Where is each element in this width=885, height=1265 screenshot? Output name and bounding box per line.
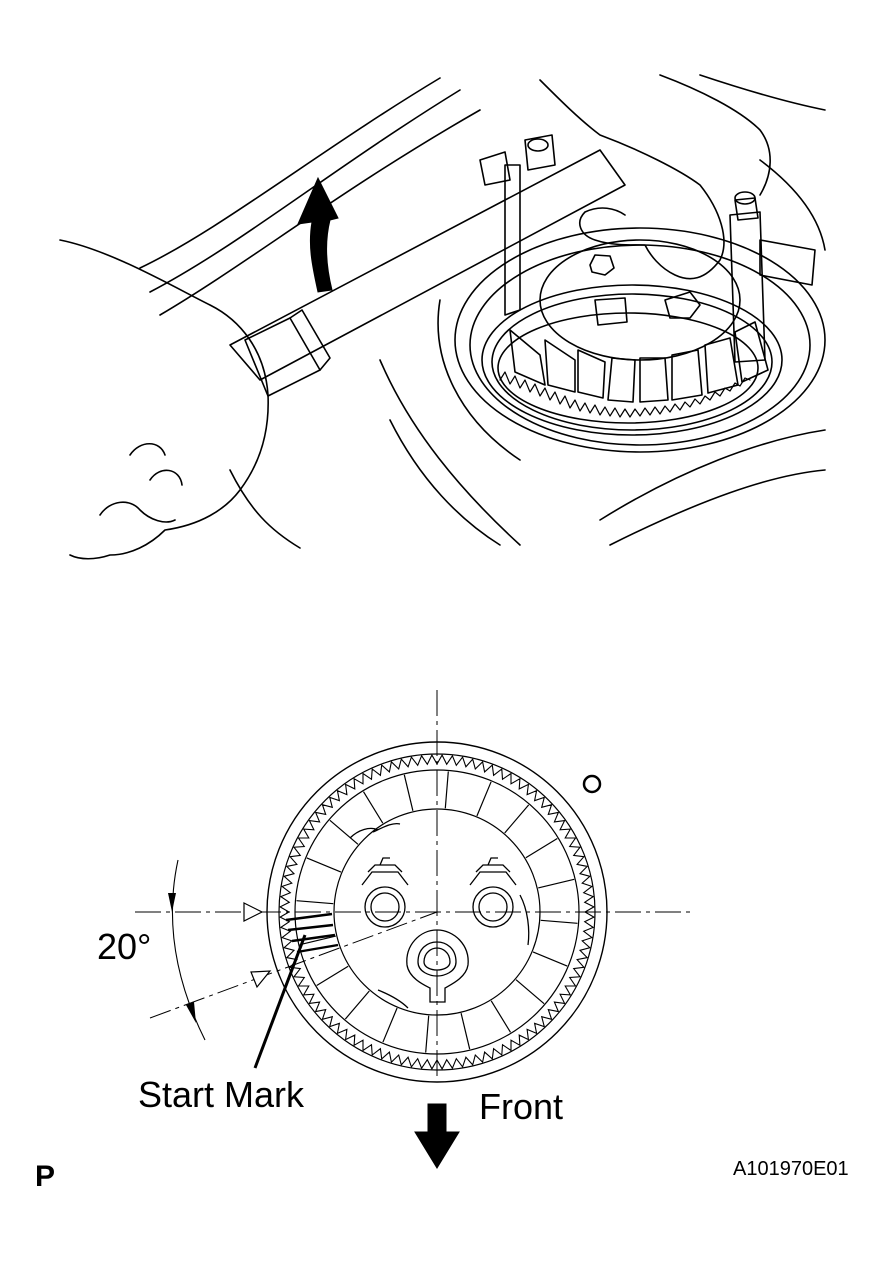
segment-divider [344,990,370,1020]
start-mark-leader [253,934,307,1069]
down-arrow-icon [414,1103,460,1169]
angle-arrowhead-top [168,893,176,912]
segment-divider [476,781,492,817]
gear-teeth [278,753,596,1071]
front-label: Front [479,1086,564,1127]
segment-divider [299,935,336,946]
angle-label: 20° [97,926,152,967]
segment-divider [306,857,342,873]
figure-code: A101970E01 [733,1158,849,1180]
curved-up-arrow-icon [297,176,339,293]
segment-divider [296,900,334,905]
segment-divider [460,1013,471,1050]
pointer-upper [243,902,264,922]
right-hand [539,74,771,280]
circle-icon [582,774,602,794]
left-hand [59,239,269,560]
page-letter: P [35,1160,56,1193]
segment-divider [532,951,568,967]
segment-divider [525,837,558,859]
wrench-bar [229,149,626,381]
lower-diagram [135,690,690,1083]
segment-divider [504,804,530,834]
segment-divider [515,979,545,1005]
segment-divider [490,1000,512,1033]
start-mark-segments [285,912,339,954]
segment-divider [316,965,349,987]
angle-arc [171,859,206,1041]
segment-divider [425,1015,430,1053]
segment-divider [382,1007,398,1043]
segment-divider [403,774,414,811]
pump-top-features [349,822,530,1009]
start-mark-label: Start Mark [138,1074,305,1115]
segment-dividers [296,771,578,1053]
angle-arrowhead-bottom [186,1002,196,1023]
retainer-teeth [499,371,751,418]
segment-divider [538,878,575,889]
segment-divider [444,771,449,809]
pointer-lower [250,970,272,989]
segment-divider [540,919,578,924]
upper-illustration [59,74,826,560]
gear-teeth-path [278,753,596,1071]
segment-divider [329,819,359,845]
segment-divider [362,791,384,824]
